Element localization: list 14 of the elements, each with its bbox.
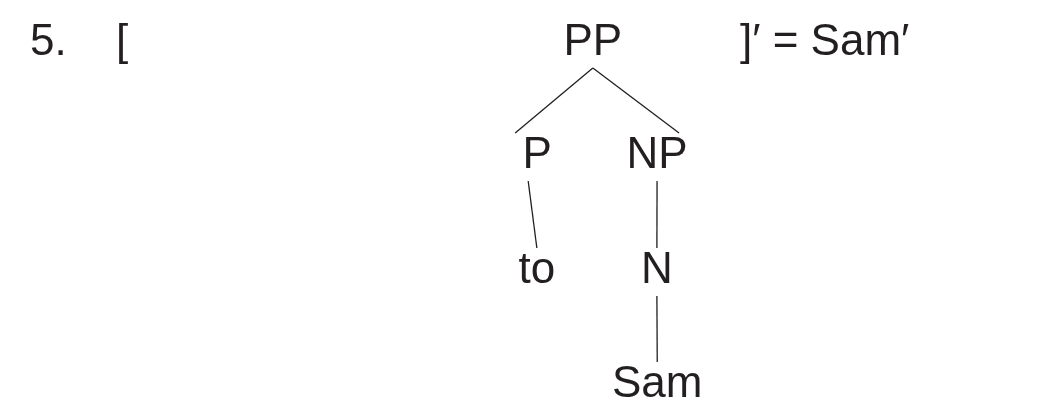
bracket-text: [ [116,18,129,62]
denotation-text: ]′ = Sam′ [740,18,910,62]
tree-branch-line [656,295,658,363]
tree-branch-line [656,180,658,249]
tree-node-label: P [522,131,552,175]
tree-node-label: PP [563,18,623,62]
tree-branch-line [514,67,594,134]
tree-node-label: NP [626,131,688,175]
tree-branch-line [527,180,538,249]
tree-node-label: N [641,246,673,290]
example-number: 5. [30,18,67,62]
tree-node-label: Sam [612,360,703,404]
tree-node-label: to [518,246,556,290]
tree-branch-line [592,67,680,134]
